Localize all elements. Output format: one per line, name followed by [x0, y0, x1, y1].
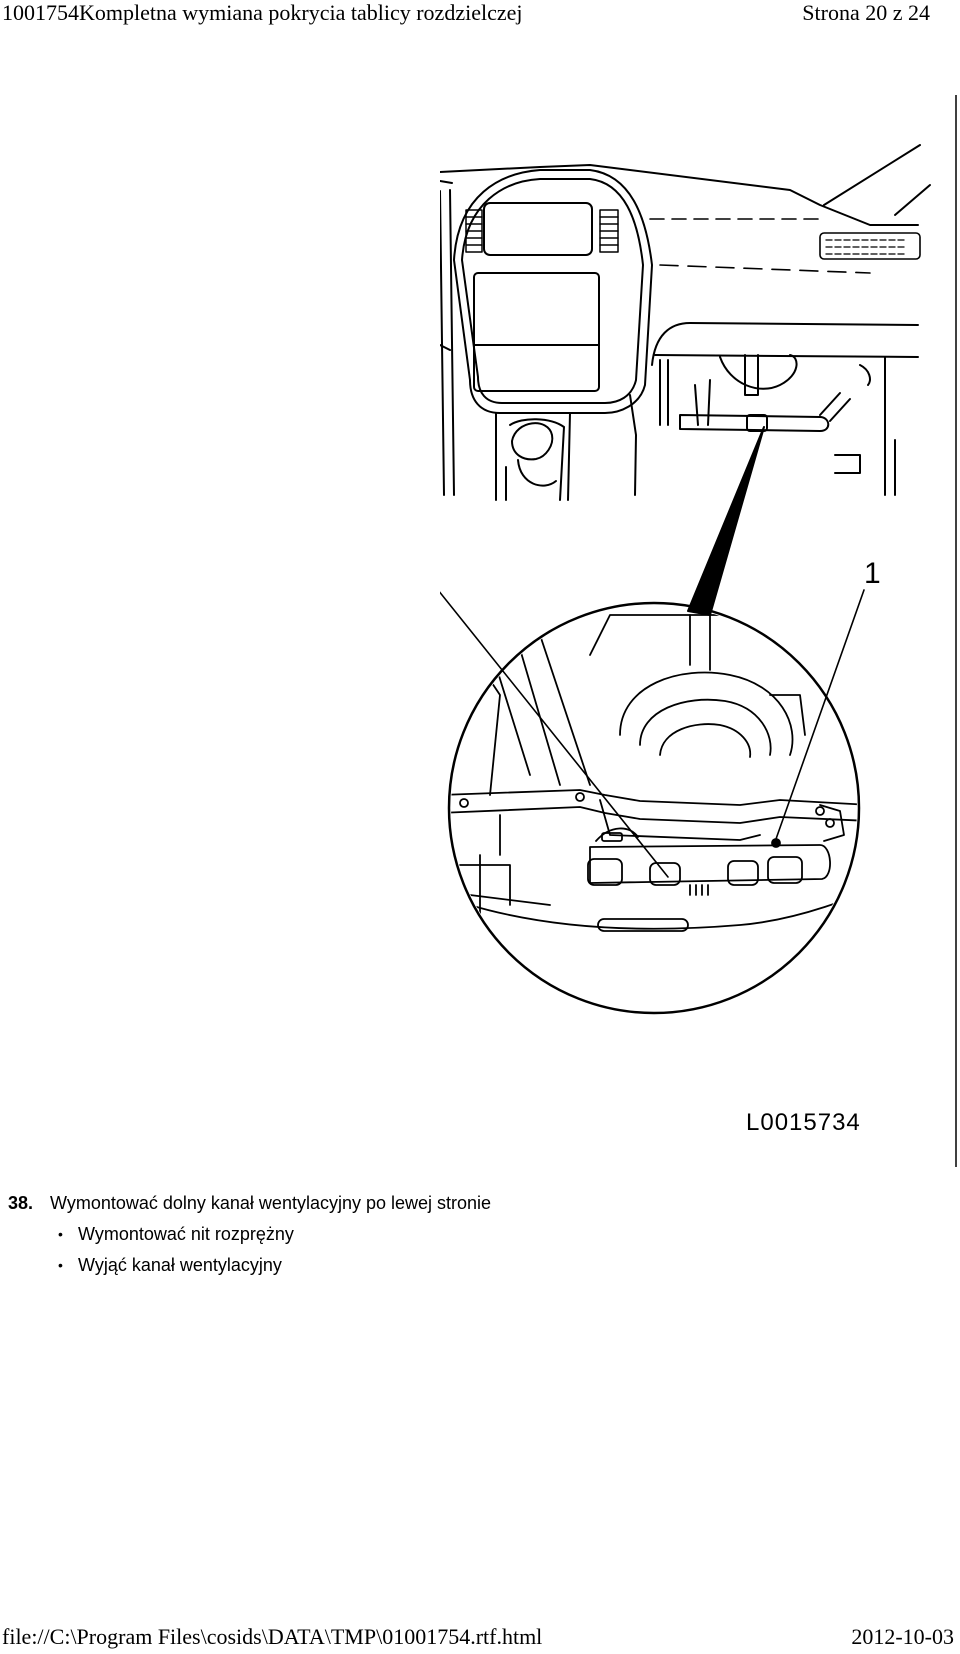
step-heading: 38. Wymontować dolny kanał wentylacyjny …	[8, 1188, 908, 1219]
detail-magnifier	[447, 601, 861, 1015]
callout-1: 1	[864, 557, 881, 590]
list-item: Wyjąć kanał wentylacyjny	[50, 1250, 908, 1281]
file-path: file://C:\Program Files\cosids\DATA\TMP\…	[2, 1624, 543, 1649]
step-text: Wymontować dolny kanał wentylacyjny po l…	[50, 1193, 492, 1213]
dashboard-drawing: 2 1	[440, 95, 957, 1167]
list-item: Wymontować nit rozprężny	[50, 1219, 908, 1250]
dashboard-overview	[440, 144, 931, 501]
zoom-pointer	[687, 426, 765, 616]
document-title: 1001754Kompletna wymiana pokrycia tablic…	[2, 0, 523, 25]
page-footer: file://C:\Program Files\cosids\DATA\TMP\…	[0, 1620, 960, 1654]
leader-line-1	[775, 589, 865, 840]
leader-line-2	[440, 591, 669, 878]
print-date: 2012-10-03	[851, 1624, 954, 1649]
instruction-step: 38. Wymontować dolny kanał wentylacyjny …	[8, 1188, 908, 1281]
figure-code: L0015734	[746, 1109, 861, 1136]
page-number: Strona 20 z 24	[802, 0, 930, 25]
step-number: 38.	[8, 1193, 34, 1213]
step-bullets: Wymontować nit rozprężny Wyjąć kanał wen…	[8, 1219, 908, 1281]
technical-illustration: 2 1	[440, 95, 958, 1167]
page-header: 1001754Kompletna wymiana pokrycia tablic…	[0, 0, 960, 32]
